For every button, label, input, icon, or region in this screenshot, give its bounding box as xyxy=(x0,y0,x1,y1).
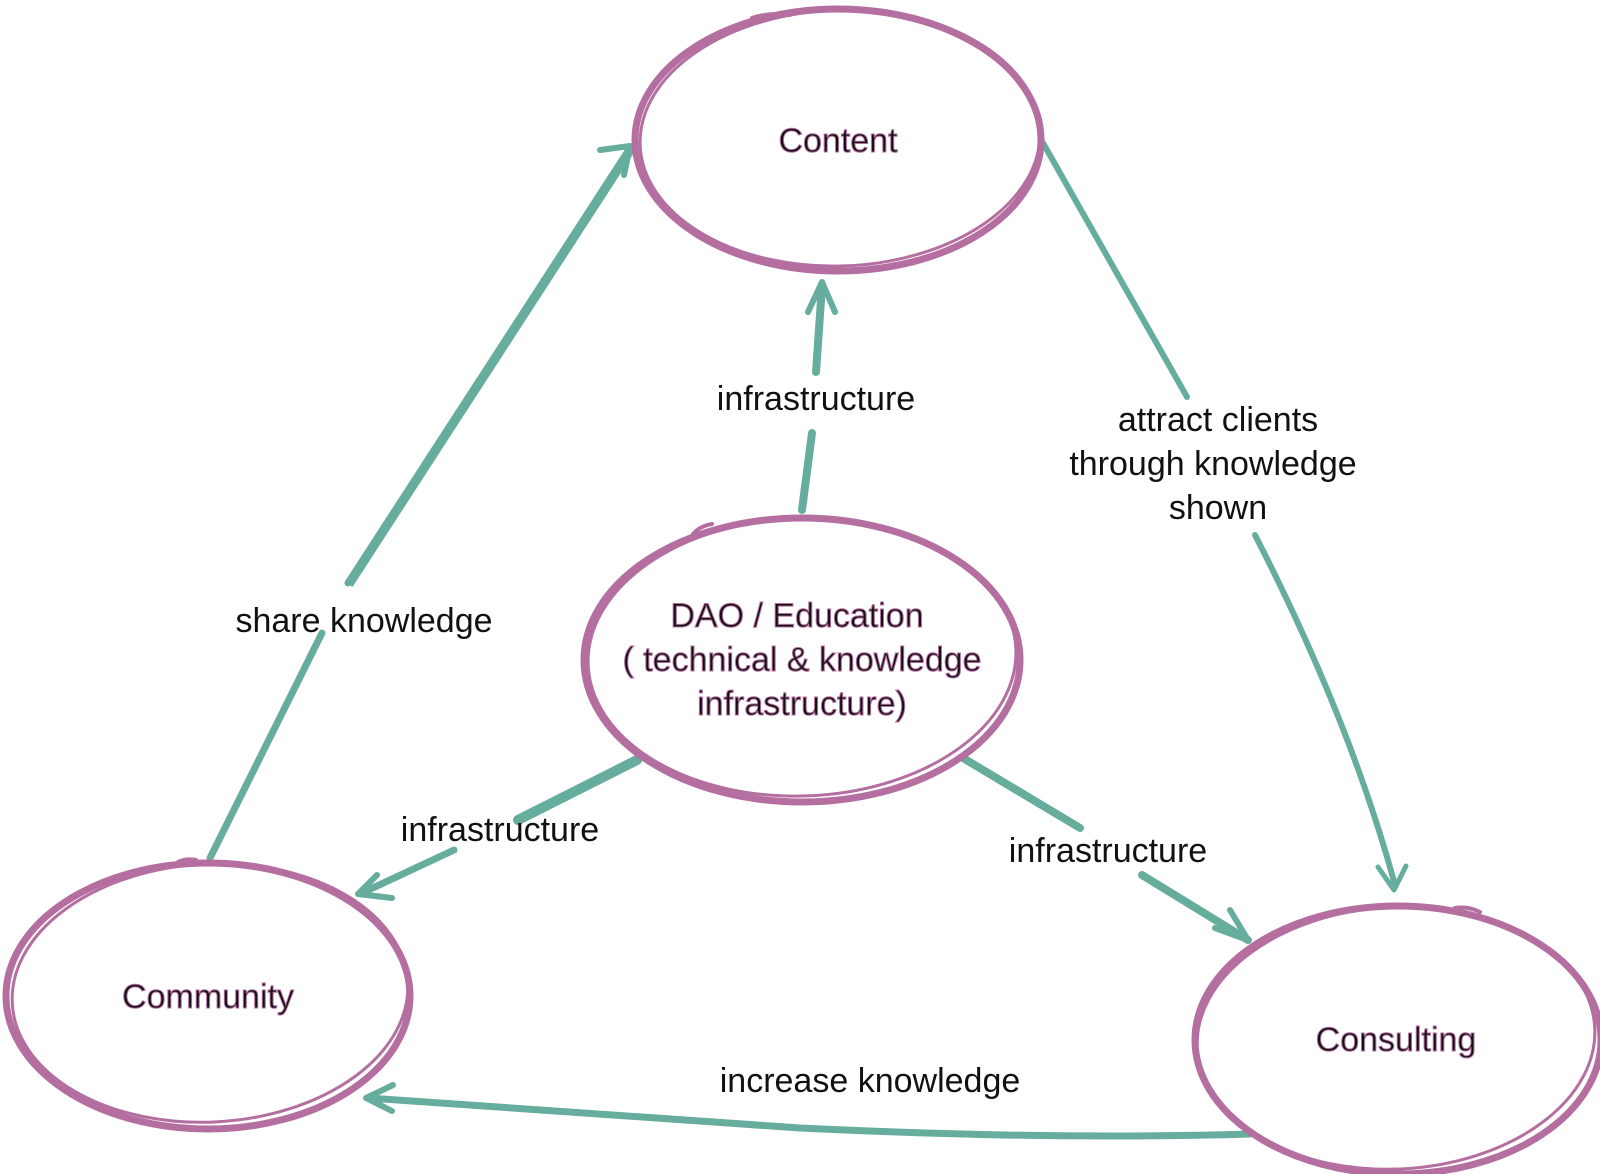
consulting-label: Consulting xyxy=(1316,1021,1477,1059)
attract-clients-label-line3: shown xyxy=(1169,489,1267,527)
edge-increase-knowledge xyxy=(363,1082,1254,1140)
increase-knowledge-label: increase knowledge xyxy=(720,1062,1021,1100)
arrowhead-community-right xyxy=(355,872,395,901)
share-knowledge-label: share knowledge xyxy=(235,602,492,640)
nodes: Content DAO / Education ( technical & kn… xyxy=(2,3,1600,1174)
edge-attract-clients xyxy=(1040,140,1409,893)
attract-clients-label-line1: attract clients xyxy=(1118,401,1318,439)
content-label: Content xyxy=(778,122,898,160)
attract-clients-label-line2: through knowledge xyxy=(1069,445,1356,483)
node-content[interactable]: Content xyxy=(631,3,1045,275)
edge-dao-to-content xyxy=(798,279,838,514)
dao-to-content-label: infrastructure xyxy=(717,380,915,418)
node-consulting[interactable]: Consulting xyxy=(1190,897,1600,1174)
edge-dao-to-community xyxy=(355,755,642,901)
arrowhead-community-bottom xyxy=(363,1082,396,1114)
dao-to-community-label: infrastructure xyxy=(401,811,599,849)
edge-labels: share knowledge infrastructure attract c… xyxy=(235,380,1356,1100)
dao-to-consulting-label: infrastructure xyxy=(1009,832,1207,870)
arrowhead-content-bottom xyxy=(805,279,838,315)
node-community[interactable]: Community xyxy=(2,854,415,1133)
dao-label-line1: DAO / Education xyxy=(670,597,923,635)
edges xyxy=(206,140,1409,1140)
arrowhead-consulting-left xyxy=(1212,907,1251,943)
edge-share-knowledge xyxy=(206,143,636,862)
arrowhead-content-left xyxy=(597,143,633,178)
node-dao[interactable]: DAO / Education ( technical & knowledge … xyxy=(580,511,1024,806)
dao-label-line3: infrastructure) xyxy=(697,685,907,723)
edge-dao-to-consulting xyxy=(959,754,1252,944)
community-label: Community xyxy=(122,978,294,1016)
dao-label-line2: ( technical & knowledge xyxy=(622,641,981,679)
arrowhead-consulting-top xyxy=(1375,863,1409,893)
